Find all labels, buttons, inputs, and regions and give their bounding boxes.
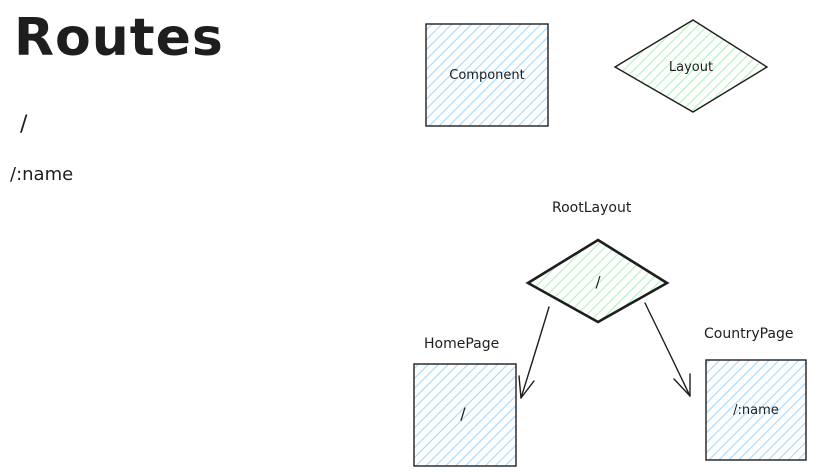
legend-component-text: Component	[449, 68, 524, 83]
arrow-to-home-head	[518, 375, 535, 399]
legend-layout-text: Layout	[669, 60, 713, 75]
route-root-text: /	[20, 112, 28, 137]
arrow-to-home-line	[520, 306, 550, 399]
arrow-to-country-line	[644, 302, 691, 397]
arrow-to-country	[644, 302, 691, 397]
arrow-to-home	[518, 306, 550, 399]
country-page-box	[705, 359, 807, 461]
page-title: Routes	[14, 8, 224, 68]
legend-component-box	[425, 23, 549, 127]
arrow-to-country-head	[673, 373, 691, 397]
root-layout-diamond	[525, 238, 670, 324]
root-layout-path: /	[595, 273, 601, 291]
home-page-node: /	[413, 363, 517, 467]
route-name-text: /:name	[10, 164, 74, 185]
root-layout-label: RootLayout	[552, 200, 632, 216]
home-page-box	[413, 363, 517, 467]
country-page-path: /:name	[733, 403, 779, 418]
root-layout-node: /	[525, 238, 670, 324]
country-page-label: CountryPage	[704, 326, 794, 342]
country-page-node: /:name	[705, 359, 807, 461]
legend-layout-diamond	[613, 19, 769, 113]
legend-layout: Layout	[613, 19, 769, 113]
legend-component: Component	[425, 23, 549, 127]
home-page-label: HomePage	[424, 336, 500, 352]
home-page-path: /	[460, 404, 466, 423]
